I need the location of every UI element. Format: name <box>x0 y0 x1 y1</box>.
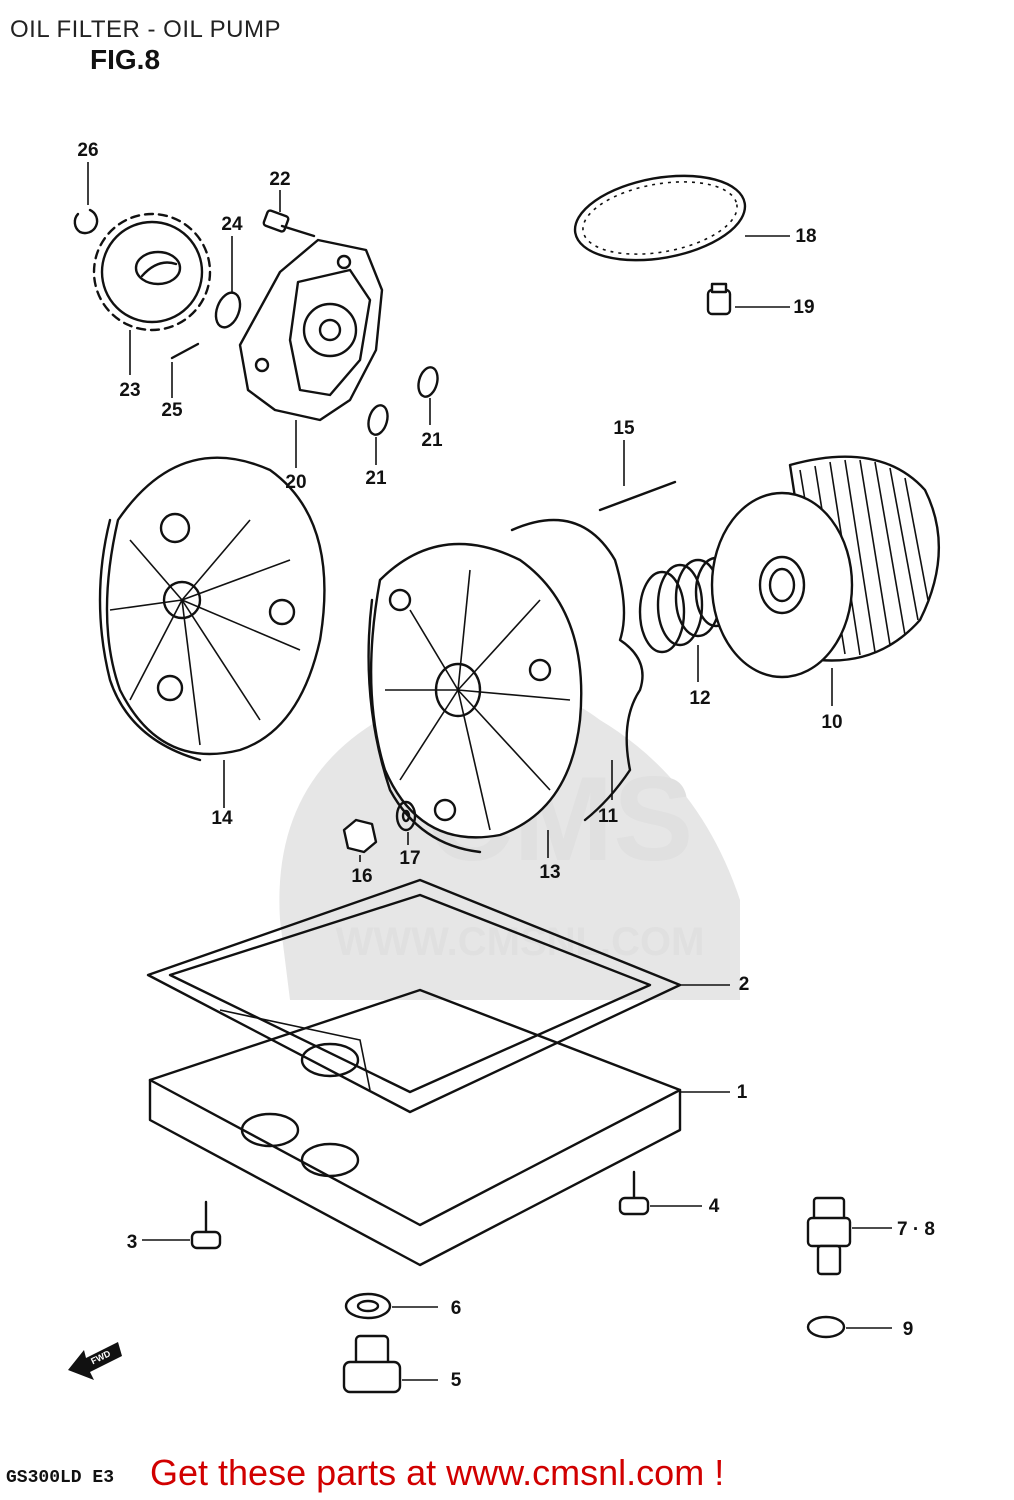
label-20: 20 <box>285 472 306 493</box>
part-6-drain-gasket <box>344 1292 438 1320</box>
part-9-washer <box>806 1315 892 1339</box>
watermark-url: WWW.CMSNL.COM <box>336 920 705 964</box>
part-13-inner-cover <box>367 542 583 858</box>
part-7-8-pressure-switch <box>806 1196 892 1276</box>
part-25-pin <box>170 342 200 398</box>
label-5: 5 <box>451 1370 462 1391</box>
part-22-screw <box>262 190 316 238</box>
figure-number: FIG.8 <box>90 44 161 75</box>
label-25: 25 <box>161 400 183 421</box>
label-2: 2 <box>739 974 750 995</box>
exploded-parts-diagram: CMS WWW.CMSNL.COM <box>68 140 940 1394</box>
part-14-filter-cover <box>98 456 326 808</box>
part-11-cover-gasket <box>510 518 644 822</box>
part-26-circlip <box>73 162 99 235</box>
label-26: 26 <box>77 140 98 161</box>
part-labels: 26 22 24 23 25 20 21 21 18 19 15 12 10 1… <box>77 140 935 1391</box>
label-9: 9 <box>903 1319 914 1340</box>
label-4: 4 <box>709 1196 720 1217</box>
fwd-arrow-icon: FWD <box>68 1342 122 1380</box>
footer-shop-link[interactable]: Get these parts at www.cmsnl.com ! <box>150 1452 725 1493</box>
part-1-oil-pan <box>148 988 730 1267</box>
label-24: 24 <box>221 214 243 235</box>
label-12: 12 <box>689 688 710 709</box>
part-24-washer <box>214 236 242 329</box>
label-10: 10 <box>821 712 842 733</box>
part-18-gasket <box>573 174 790 262</box>
part-15-stud <box>598 440 677 512</box>
label-23: 23 <box>119 380 140 401</box>
part-4-bolt <box>618 1170 702 1216</box>
label-17: 17 <box>399 848 420 869</box>
label-11: 11 <box>598 806 619 827</box>
label-19: 19 <box>793 297 814 318</box>
label-15: 15 <box>613 418 635 439</box>
label-14: 14 <box>211 808 233 829</box>
label-22: 22 <box>269 169 290 190</box>
part-10-oil-filter <box>710 455 940 706</box>
part-3-bolt <box>142 1200 222 1250</box>
label-7-8: 7 · 8 <box>897 1219 935 1240</box>
part-21-o-rings <box>367 366 439 465</box>
part-19-bolt <box>706 282 790 316</box>
label-16: 16 <box>351 866 372 887</box>
label-6: 6 <box>451 1298 462 1319</box>
part-5-drain-plug <box>342 1334 438 1394</box>
part-2-pan-gasket <box>146 878 730 1114</box>
part-23-pump-gear <box>92 212 212 375</box>
model-code: GS300LD E3 <box>6 1468 115 1488</box>
label-13: 13 <box>539 862 560 883</box>
label-21b: 21 <box>421 430 443 451</box>
label-1: 1 <box>737 1082 748 1103</box>
part-20-oil-pump <box>238 238 384 468</box>
diagram-title: OIL FILTER - OIL PUMP <box>10 16 281 43</box>
label-3: 3 <box>127 1232 138 1253</box>
part-17-washer <box>395 800 417 845</box>
part-16-nut <box>342 818 378 862</box>
label-18: 18 <box>795 226 816 247</box>
label-21a: 21 <box>365 468 387 489</box>
